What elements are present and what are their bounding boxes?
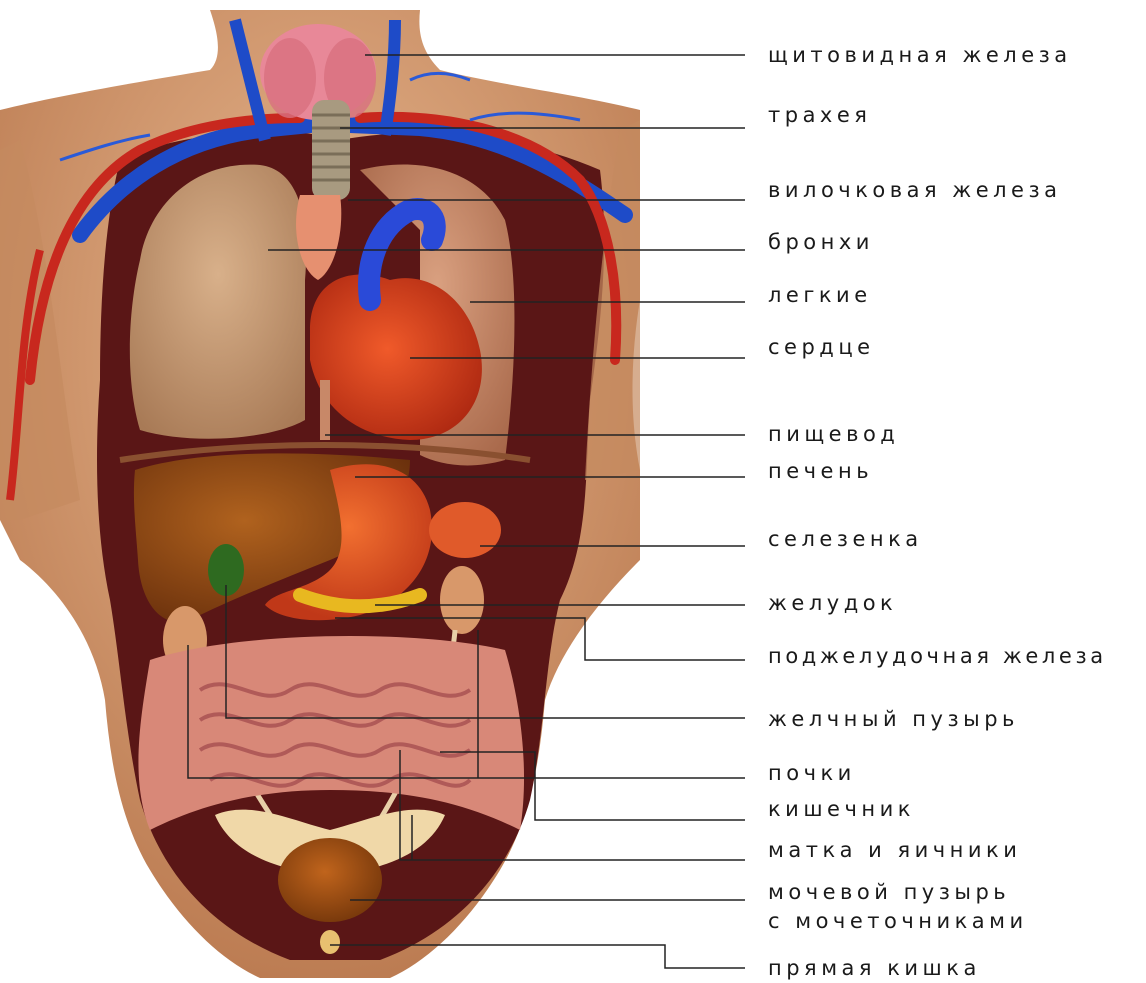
label-stomach: желудок xyxy=(768,591,897,615)
label-heart: сердце xyxy=(768,335,875,359)
label-intestine: кишечник xyxy=(768,797,915,821)
label-bladder-line2: с мочеточниками xyxy=(768,909,1028,933)
esophagus xyxy=(320,380,330,440)
spleen xyxy=(429,502,501,558)
label-bronchi: бронхи xyxy=(768,230,874,254)
label-thyroid: щитовидная железа xyxy=(768,43,1072,67)
label-kidneys: почки xyxy=(768,761,856,785)
label-esophagus: пищевод xyxy=(768,422,899,446)
bladder xyxy=(278,838,382,922)
label-trachea: трахея xyxy=(768,103,871,127)
rectum xyxy=(320,930,340,954)
kidney-right xyxy=(440,566,484,634)
label-gallbladder: желчный пузырь xyxy=(768,707,1019,731)
label-lungs: легкие xyxy=(768,283,872,307)
label-uterus: матка и яичники xyxy=(768,838,1021,862)
label-bladder-line1: мочевой пузырь xyxy=(768,880,1010,904)
label-liver: печень xyxy=(768,459,873,483)
label-spleen: селезенка xyxy=(768,527,923,551)
label-pancreas: поджелудочная железа xyxy=(768,644,1107,668)
label-rectum: прямая кишка xyxy=(768,956,981,980)
label-thymus: вилочковая железа xyxy=(768,178,1062,202)
thyroid-lobe-left xyxy=(264,38,316,118)
